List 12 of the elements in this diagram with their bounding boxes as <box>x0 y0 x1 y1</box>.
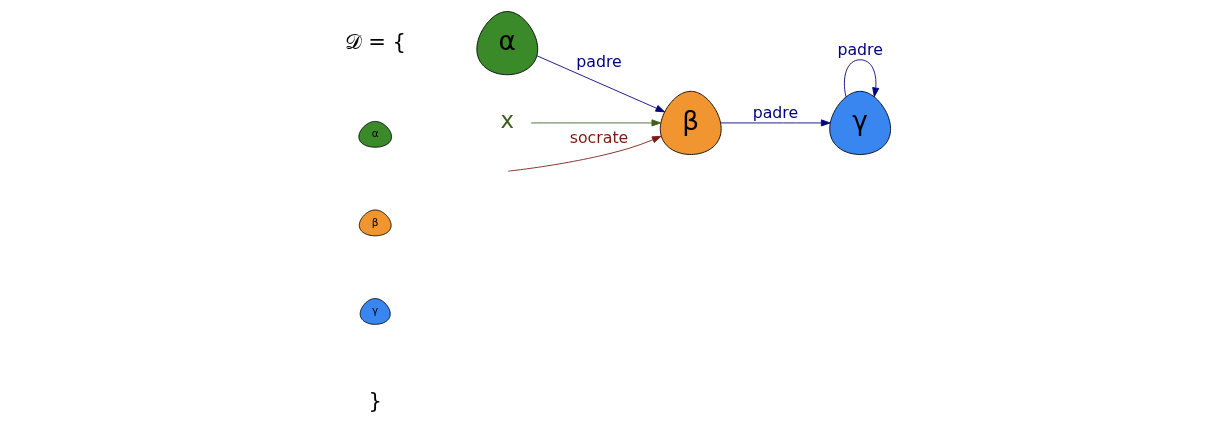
arrow <box>507 135 662 172</box>
label: 𝒟 = { <box>344 28 406 54</box>
edge-label: padre <box>752 103 799 123</box>
arrow <box>530 119 662 127</box>
node-text: x <box>500 107 515 134</box>
arrow <box>720 119 831 127</box>
arrow <box>843 59 880 98</box>
edge-label: padre <box>837 39 883 59</box>
label: } <box>368 388 382 414</box>
arrow <box>536 55 666 113</box>
edge-label: padre <box>576 52 622 72</box>
edge-label: socrate <box>569 128 629 148</box>
